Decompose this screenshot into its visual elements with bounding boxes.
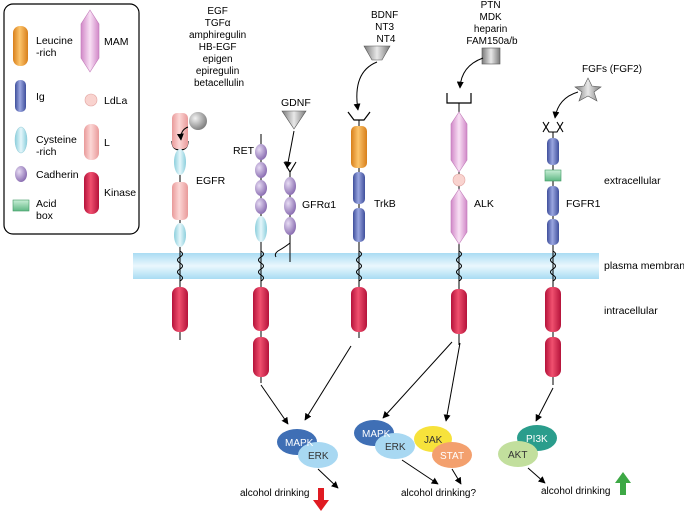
akt-label: AKT [508, 450, 527, 461]
mapk-label: MAPK [285, 438, 314, 449]
trkb-label: TrkB [374, 198, 396, 210]
ret-label: RET [233, 145, 255, 157]
alk-ligand-list: PTN MDK heparin FAM150a/b [466, 0, 518, 47]
gdnf-binding-arrow [284, 130, 295, 169]
gfra1-label: GFRα1 [302, 199, 336, 211]
legend-ldla-label: LdLa [104, 95, 128, 107]
legend-acid-icon [12, 199, 30, 212]
legend-kinase-label: Kinase [104, 187, 136, 199]
gfra1-receptor [274, 161, 297, 262]
trkb-receptor [347, 111, 371, 338]
erk2-to-outcome-arrow [401, 459, 439, 485]
legend-cadherin-label: Cadherin [36, 169, 79, 181]
pathway-pi3k-akt: PI3K AKT [498, 425, 557, 467]
legend-ldla-icon [84, 93, 98, 107]
erk-node [298, 442, 338, 468]
plasma-membrane [133, 253, 599, 279]
fgfr1-label: FGFR1 [566, 198, 601, 210]
ret-to-mapk-arrow [260, 384, 289, 425]
membrane-label: plasma membrane [604, 260, 684, 272]
fgf-label: FGFs (FGF2) [582, 64, 642, 75]
ret-receptor [253, 134, 269, 383]
intracellular-label: intracellular [604, 305, 658, 317]
pathway-left: MAPK ERK [277, 429, 338, 468]
legend-mam-label: MAM [104, 36, 129, 48]
legend-ig-icon [15, 80, 26, 112]
erk-node-2 [375, 433, 415, 459]
erk-label-2: ERK [385, 442, 406, 453]
legend-l-label: L [104, 137, 110, 149]
outcome-left-label: alcohol drinking [240, 488, 310, 499]
egfr-receptor [171, 113, 189, 340]
legend-box [3, 3, 140, 235]
up-arrow-icon [615, 472, 631, 495]
legend-kinase-icon [84, 172, 99, 214]
mapk-label-2: MAPK [362, 429, 391, 440]
akt-node [498, 441, 538, 467]
egfr-ligand-list: EGF TGFα amphiregulin HB-EGF epigen epir… [189, 6, 249, 89]
stat-to-outcome-arrow [451, 468, 462, 485]
ptn-binding-arrow [456, 57, 484, 89]
pi3k-label: PI3K [526, 434, 548, 445]
gdnf-ligand-icon [281, 110, 307, 130]
legend-mam-icon [80, 9, 100, 73]
down-arrow-icon [313, 488, 329, 511]
stat-node [432, 442, 472, 468]
outcome-right-label: alcohol drinking [541, 486, 611, 497]
bdnf-ligand-icon [363, 45, 391, 61]
trkb-to-mapk-arrow [304, 345, 352, 421]
alk-to-mapk-arrow [382, 341, 453, 419]
fgf-ligand-star-icon [574, 77, 602, 102]
pathway-jak-stat: JAK STAT [414, 426, 472, 468]
alk-to-jak-arrow [443, 342, 461, 422]
outcome-middle-label: alcohol drinking? [401, 488, 476, 499]
erk-to-outcome-arrow [317, 468, 339, 489]
erk-label: ERK [308, 451, 329, 462]
legend-ig-label: Ig [36, 91, 45, 103]
fgf-binding-arrow [552, 91, 579, 119]
trkb-ligand-list: BDNF NT3 NT4 [371, 10, 401, 45]
bdnf-binding-arrow [353, 61, 378, 111]
legend-leucine-icon [13, 26, 28, 66]
legend-cadherin-icon [15, 166, 27, 182]
pathway-middle: MAPK ERK [354, 420, 415, 459]
ptn-ligand-icon [481, 47, 501, 65]
egfr-label: EGFR [196, 175, 226, 187]
legend-cysteine-label: Cysteine-rich [36, 134, 77, 158]
gdnf-label: GDNF [281, 97, 311, 109]
egfr-ligand-ball-icon [189, 112, 207, 130]
legend-cysteine-icon [14, 126, 28, 154]
legend-l-icon [84, 124, 99, 160]
egf-binding-arrow [176, 126, 189, 141]
fgfr1-to-pi3k-arrow [535, 387, 554, 422]
stat-label: STAT [440, 451, 464, 462]
legend-leucine-label: Leucine-rich [36, 35, 73, 59]
alk-receptor [446, 93, 472, 345]
akt-to-outcome-arrow [527, 467, 546, 484]
extracellular-label: extracellular [604, 175, 661, 187]
jak-label: JAK [424, 435, 443, 446]
alk-label: ALK [474, 198, 494, 210]
fgfr1-receptor [542, 121, 564, 385]
